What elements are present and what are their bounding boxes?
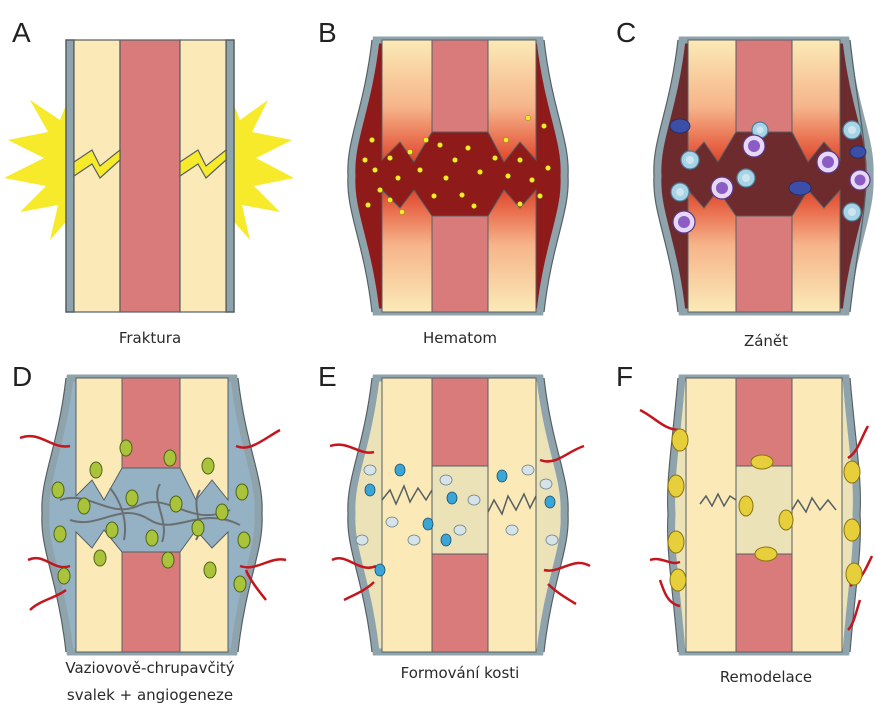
marrow-upper: [432, 378, 488, 466]
marrow-upper: [432, 40, 488, 132]
cortex-right: [180, 40, 226, 312]
caption-d-line-1: Vaziovově-chrupavčitý: [65, 659, 234, 677]
cortex-upper-left: [688, 40, 736, 162]
cortex-left: [686, 378, 736, 652]
cortex-right: [792, 378, 842, 652]
caption-c: Zánět: [744, 332, 788, 350]
cortex-lower-left: [688, 190, 736, 312]
panel-a-fracture: [4, 40, 294, 312]
cortex-lower-right: [488, 190, 536, 312]
marrow-lower: [736, 216, 792, 312]
panel-letter-a: A: [12, 17, 31, 48]
cortex-upper-left: [382, 40, 432, 162]
panel-letter-e: E: [318, 361, 337, 392]
cortex-lower-right: [792, 190, 840, 312]
fracture-glow-right: [228, 95, 294, 240]
fracture-glow-left: [4, 95, 72, 240]
marrow-upper: [736, 378, 792, 466]
caption-e: Formování kosti: [401, 664, 520, 682]
panel-b-hematoma: [348, 40, 568, 312]
cortex-right: [488, 378, 536, 652]
marrow-lower: [432, 216, 488, 312]
periosteum-left: [66, 40, 74, 312]
panel-letter-f: F: [616, 361, 633, 392]
cortex-left: [74, 40, 120, 312]
panel-letter-d: D: [12, 361, 32, 392]
marrow: [120, 40, 180, 312]
cortex-upper-right: [792, 40, 840, 162]
marrow-lower: [432, 554, 488, 652]
panel-letter-c: C: [616, 17, 636, 48]
panel-d-soft-callus: [20, 378, 286, 652]
cortex-lower-left: [76, 530, 122, 652]
panel-c-inflammation: [654, 40, 870, 312]
cortex-lower-left: [382, 190, 432, 312]
cortex-left: [382, 378, 432, 652]
cortex-lower-right: [180, 530, 228, 652]
caption-a: Fraktura: [119, 329, 181, 347]
periosteum-right: [226, 40, 234, 312]
caption-b: Hematom: [423, 329, 497, 347]
marrow-lower: [736, 554, 792, 652]
panel-letter-b: B: [318, 17, 337, 48]
cortex-upper-right: [180, 378, 228, 500]
caption-d-line-2: svalek + angiogeneze: [67, 686, 233, 704]
cortex-upper-right: [488, 40, 536, 162]
caption-f: Remodelace: [720, 668, 812, 686]
panel-f-remodeling: [640, 378, 872, 652]
panel-e-hard-callus: [330, 378, 590, 652]
marrow-upper: [736, 40, 792, 132]
